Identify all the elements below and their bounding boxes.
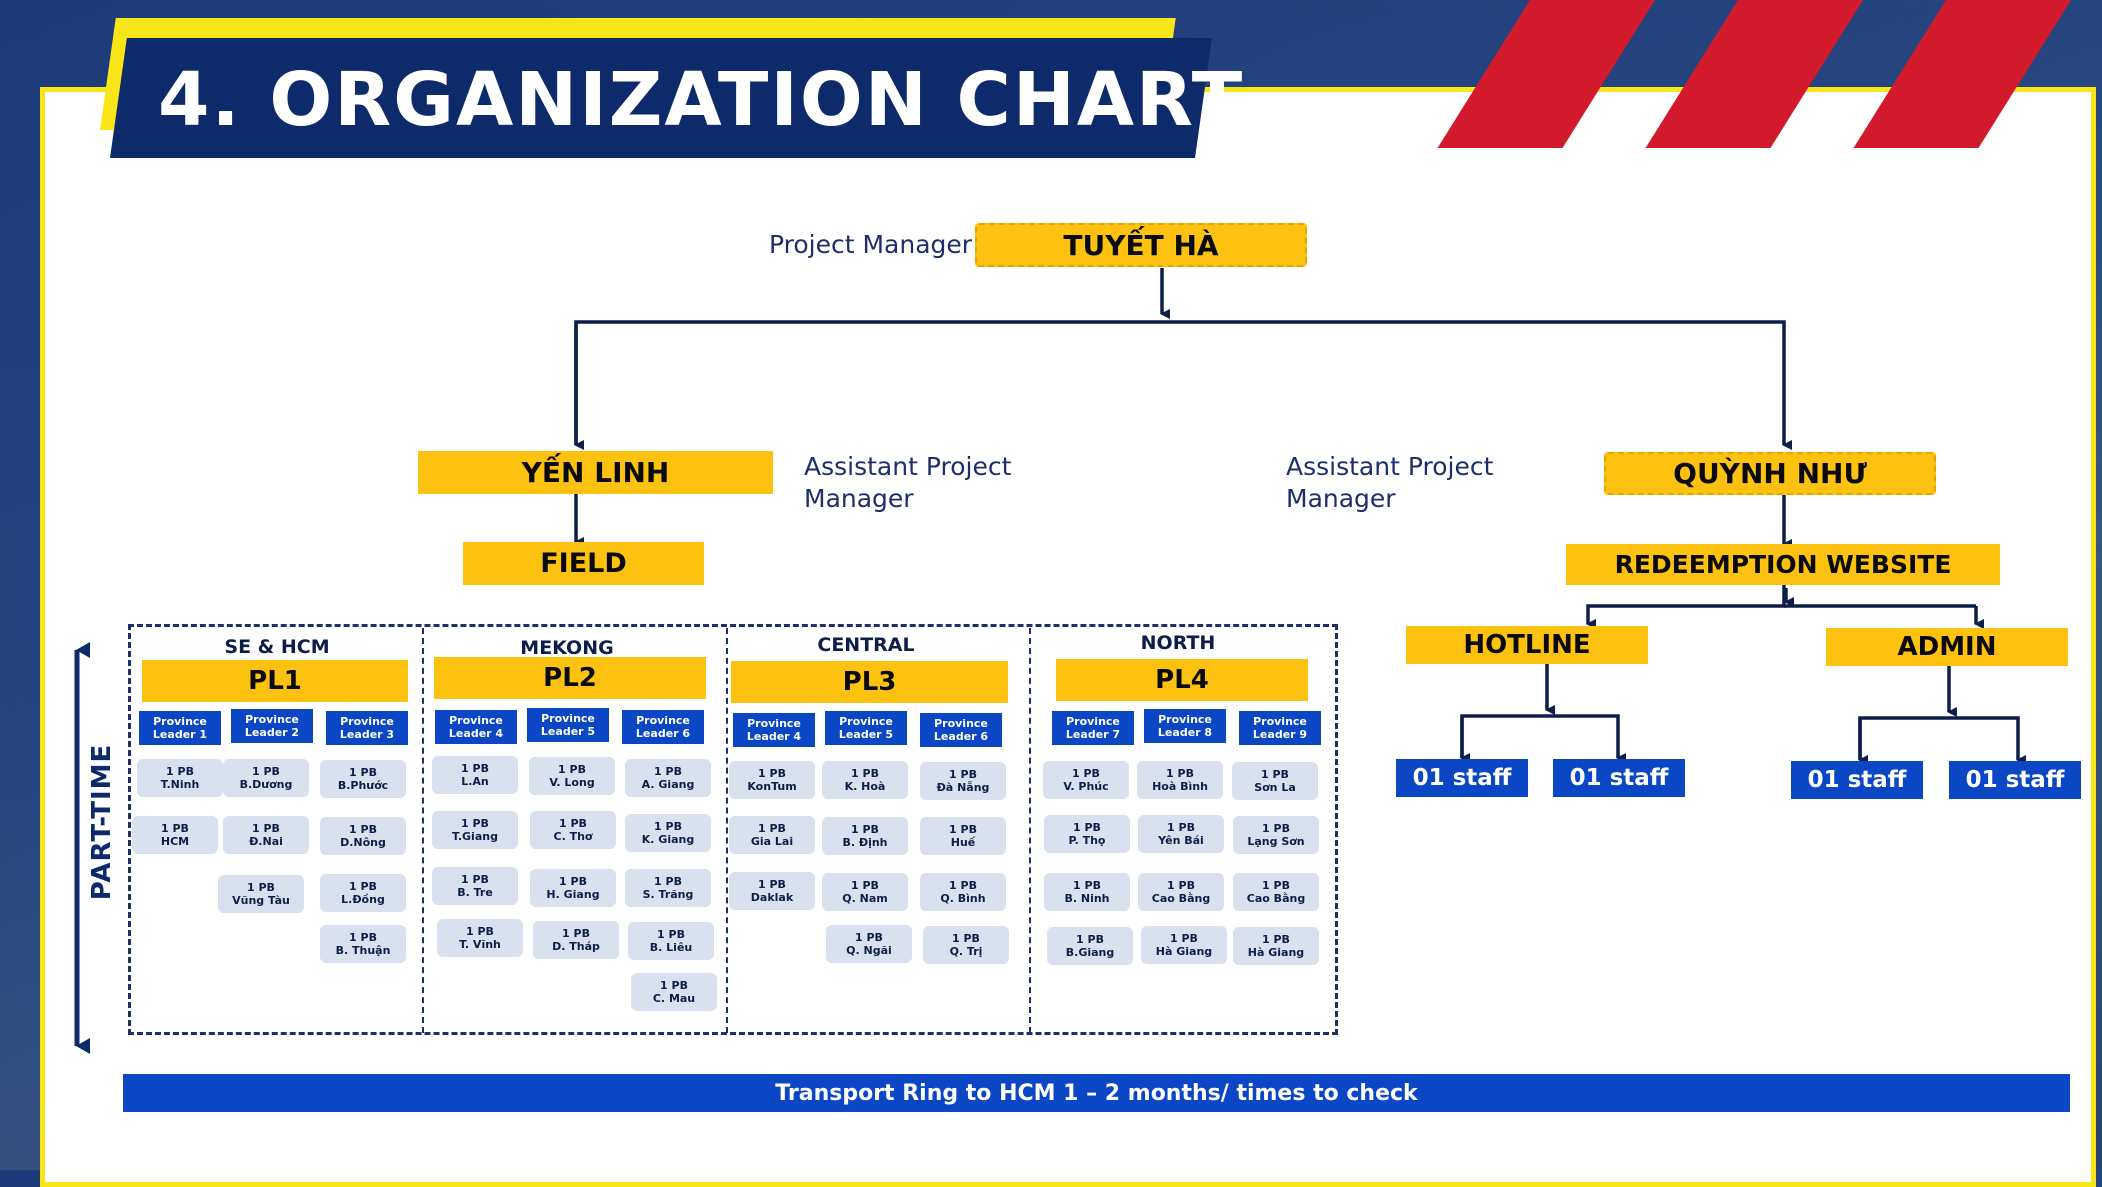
field-box: FIELD — [463, 542, 704, 585]
region-pl-box: PL3 — [731, 661, 1008, 703]
assistant-pm-left-box: YẾN LINH — [418, 451, 773, 494]
pb-box: 1 PB C. Thơ — [530, 811, 616, 849]
pb-box: 1 PB B. Thuận — [320, 925, 406, 963]
pb-box: 1 PB K. Giang — [625, 814, 711, 852]
pb-box: 1 PB KonTum — [729, 761, 815, 799]
province-leader-box: Province Leader 5 — [527, 708, 609, 742]
region-pl-box: PL4 — [1056, 659, 1308, 701]
content-frame — [40, 87, 2096, 1187]
project-manager-label: Project Manager — [769, 230, 973, 259]
field-part-time-area — [128, 624, 1338, 1035]
pb-box: 1 PB B.Giang — [1047, 927, 1133, 965]
region-pl-box: PL1 — [142, 660, 408, 702]
province-leader-box: Province Leader 7 — [1052, 711, 1134, 745]
project-manager-box: TUYẾT HÀ — [975, 223, 1307, 267]
pb-box: 1 PB V. Phúc — [1043, 761, 1129, 799]
province-leader-box: Province Leader 6 — [622, 710, 704, 744]
page-title: 4. ORGANIZATION CHART — [158, 57, 1245, 143]
pb-box: 1 PB Q. Bình — [920, 873, 1006, 911]
pb-box: 1 PB Cao Bằng — [1233, 873, 1319, 911]
pb-box: 1 PB D.Nông — [320, 817, 406, 855]
province-leader-box: Province Leader 6 — [920, 713, 1002, 747]
region-title: CENTRAL — [817, 634, 915, 656]
hotline-staff-box: 01 staff — [1396, 759, 1528, 797]
assistant-pm-right-box: QUỲNH NHƯ — [1604, 452, 1936, 495]
pb-box: 1 PB B. Ninh — [1044, 873, 1130, 911]
pb-box: 1 PB Hà Giang — [1233, 927, 1319, 965]
transport-ring-banner: Transport Ring to HCM 1 – 2 months/ time… — [123, 1074, 2070, 1112]
pb-box: 1 PB V. Long — [529, 757, 615, 795]
pb-box: 1 PB T.Giang — [432, 811, 518, 849]
pb-box: 1 PB Hoà Bình — [1137, 761, 1223, 799]
pb-box: 1 PB Đà Nẵng — [920, 762, 1006, 800]
province-leader-box: Province Leader 5 — [825, 711, 907, 745]
pb-box: 1 PB C. Mau — [631, 973, 717, 1011]
pb-box: 1 PB Daklak — [729, 872, 815, 910]
pb-box: 1 PB P. Thọ — [1044, 815, 1130, 853]
region-title: MEKONG — [520, 637, 614, 659]
province-leader-box: Province Leader 1 — [139, 711, 221, 745]
pb-box: 1 PB Q. Trị — [923, 926, 1009, 964]
province-leader-box: Province Leader 4 — [435, 710, 517, 744]
pb-box: 1 PB Hà Giang — [1141, 926, 1227, 964]
pb-box: 1 PB L.Đồng — [320, 874, 406, 912]
pb-box: 1 PB Lạng Sơn — [1233, 816, 1319, 854]
pb-box: 1 PB Yên Bái — [1138, 815, 1224, 853]
province-leader-box: Province Leader 3 — [326, 711, 408, 745]
admin-staff-box: 01 staff — [1791, 761, 1923, 799]
region-pl-box: PL2 — [434, 657, 706, 699]
pb-box: 1 PB L.An — [432, 756, 518, 794]
pb-box: 1 PB Huế — [920, 817, 1006, 855]
pb-box: 1 PB Gia Lai — [729, 816, 815, 854]
region-title: SE & HCM — [224, 636, 330, 658]
pb-box: 1 PB H. Giang — [530, 869, 616, 907]
province-leader-box: Province Leader 8 — [1144, 709, 1226, 743]
pb-box: 1 PB B. Định — [822, 817, 908, 855]
hotline-staff-box: 01 staff — [1553, 759, 1685, 797]
admin-box: ADMIN — [1826, 628, 2068, 666]
region-divider — [1029, 628, 1031, 1033]
region-title: NORTH — [1140, 632, 1216, 654]
pb-box: 1 PB B. Tre — [432, 867, 518, 905]
pb-box: 1 PB Đ.Nai — [223, 816, 309, 854]
pb-box: 1 PB A. Giang — [625, 759, 711, 797]
pb-box: 1 PB Sơn La — [1232, 762, 1318, 800]
hotline-box: HOTLINE — [1406, 626, 1648, 664]
pb-box: 1 PB Vũng Tàu — [218, 875, 304, 913]
pb-box: 1 PB S. Trăng — [625, 869, 711, 907]
pb-box: 1 PB B.Dương — [223, 759, 309, 797]
pb-box: 1 PB HCM — [132, 816, 218, 854]
pb-box: 1 PB D. Tháp — [533, 921, 619, 959]
province-leader-box: Province Leader 9 — [1239, 711, 1321, 745]
pb-box: 1 PB Q. Nam — [822, 873, 908, 911]
assistant-pm-left-label: Assistant Project Manager — [804, 452, 1012, 513]
province-leader-box: Province Leader 4 — [733, 713, 815, 747]
pb-box: 1 PB Q. Ngãi — [826, 925, 912, 963]
admin-staff-box: 01 staff — [1949, 761, 2081, 799]
region-divider — [726, 628, 728, 1033]
pb-box: 1 PB B. Liêu — [628, 922, 714, 960]
pb-box: 1 PB K. Hoà — [822, 761, 908, 799]
redemption-website-box: REDEEMPTION WEBSITE — [1566, 544, 2000, 585]
region-divider — [422, 628, 424, 1033]
part-time-label: PART-TIME — [87, 743, 117, 901]
province-leader-box: Province Leader 2 — [231, 709, 313, 743]
pb-box: 1 PB T. Vĩnh — [437, 919, 523, 957]
assistant-pm-right-label: Assistant Project Manager — [1286, 452, 1494, 513]
pb-box: 1 PB Cao Bằng — [1138, 873, 1224, 911]
pb-box: 1 PB T.Ninh — [137, 759, 223, 797]
pb-box: 1 PB B.Phước — [320, 760, 406, 798]
